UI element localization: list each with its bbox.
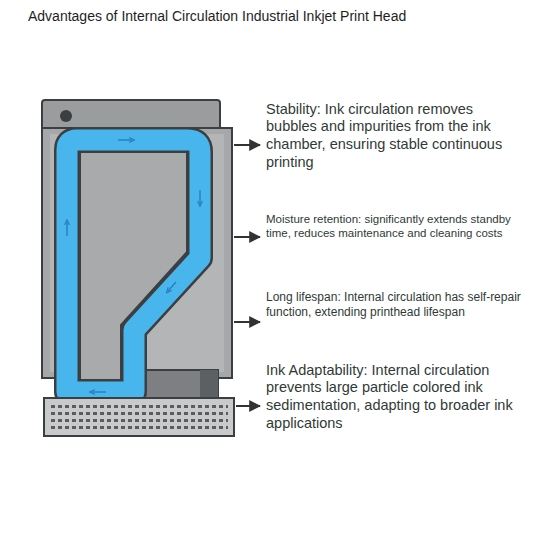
channel-core [80,152,187,380]
ink-channel [67,140,200,392]
nozzle-plate [44,398,234,436]
flow-arrows [67,140,200,392]
nozzle-holes [50,404,228,432]
leader-arrows [234,145,260,406]
screw-hole [60,110,72,122]
advantage-note: Stability: Ink circulation removes bubbl… [266,101,526,172]
top-cap [42,100,220,130]
lower-block-shade [200,370,218,398]
channel-outline [67,140,200,392]
advantage-note: Long lifespan: Internal circulation has … [266,290,526,319]
advantage-note: Ink Adaptability: Internal circulation p… [266,362,526,433]
diagram-title: Advantages of Internal Circulation Indus… [28,8,406,24]
advantage-note: Moisture retention: significantly extend… [266,212,526,240]
